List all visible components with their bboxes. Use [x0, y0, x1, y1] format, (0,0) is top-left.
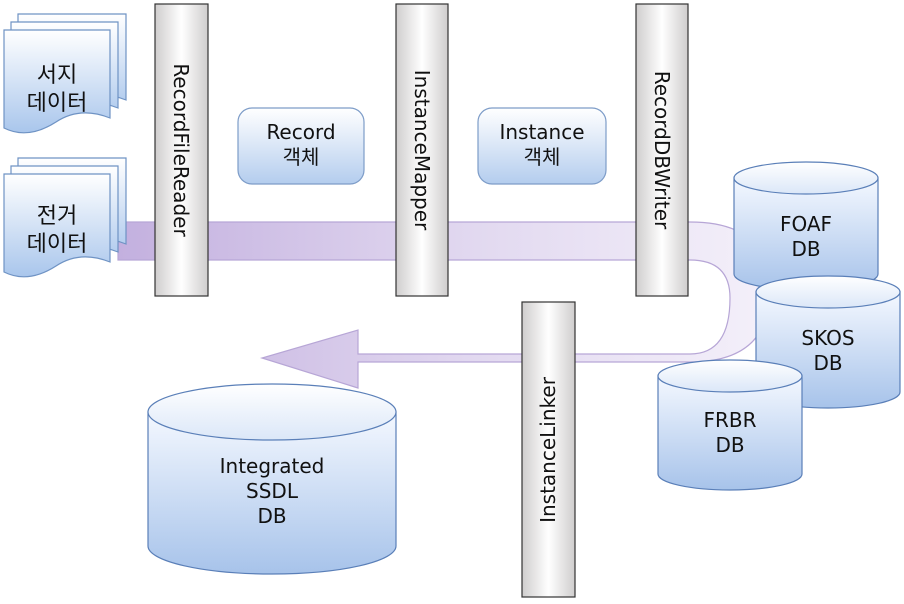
integrated-db-label: Integrated SSDL DB [182, 454, 362, 529]
bibliographic-data-label: 서지 데이터 [12, 62, 102, 117]
record-file-reader-bar [154, 3, 209, 297]
bibliographic-data-line1: 서지 [36, 63, 78, 88]
record-db-writer-label: RecordDBWriter [650, 70, 674, 230]
integrated-db-line3: DB [257, 504, 287, 528]
integrated-db-line2: SSDL [246, 479, 298, 503]
foaf-db-cylinder [733, 161, 879, 291]
authority-data-label: 전거 데이터 [12, 203, 102, 258]
instance-linker-label: InstanceLinker [536, 377, 560, 523]
instance-mapper-bar [395, 3, 449, 297]
record-file-reader-label: RecordFileReader [169, 63, 193, 237]
foaf-db-line2: DB [791, 237, 821, 261]
skos-db-line2: DB [813, 351, 843, 375]
frbr-db-line2: DB [715, 433, 745, 457]
instance-object-line2: 객체 [523, 145, 561, 169]
instance-object-line1: Instance [499, 120, 585, 144]
record-object-label: Record 객체 [238, 120, 364, 170]
foaf-db-line1: FOAF [779, 212, 833, 236]
doc-stack-bibliographic [3, 13, 127, 134]
authority-data-line2: 데이터 [26, 231, 88, 257]
skos-db-label: SKOS DB [776, 326, 880, 376]
record-object-box [237, 107, 365, 185]
record-object-line1: Record [266, 120, 336, 144]
frbr-db-line1: FRBR [703, 408, 757, 432]
foaf-db-label: FOAF DB [754, 212, 858, 262]
integrated-db-cylinder [147, 383, 397, 575]
integrated-db-line1: Integrated [219, 454, 325, 478]
record-db-writer-bar [635, 3, 689, 297]
bibliographic-data-line2: 데이터 [26, 90, 88, 116]
instance-object-box [477, 107, 607, 185]
instance-linker-bar [521, 301, 576, 598]
skos-db-line1: SKOS [801, 326, 855, 350]
frbr-db-cylinder [657, 359, 803, 491]
doc-stack-authority [3, 157, 127, 278]
instance-object-label: Instance 객체 [478, 120, 606, 170]
instance-mapper-label: InstanceMapper [410, 69, 434, 231]
record-object-line2: 객체 [282, 145, 320, 169]
frbr-db-label: FRBR DB [678, 408, 782, 458]
authority-data-line1: 전거 [36, 204, 78, 229]
